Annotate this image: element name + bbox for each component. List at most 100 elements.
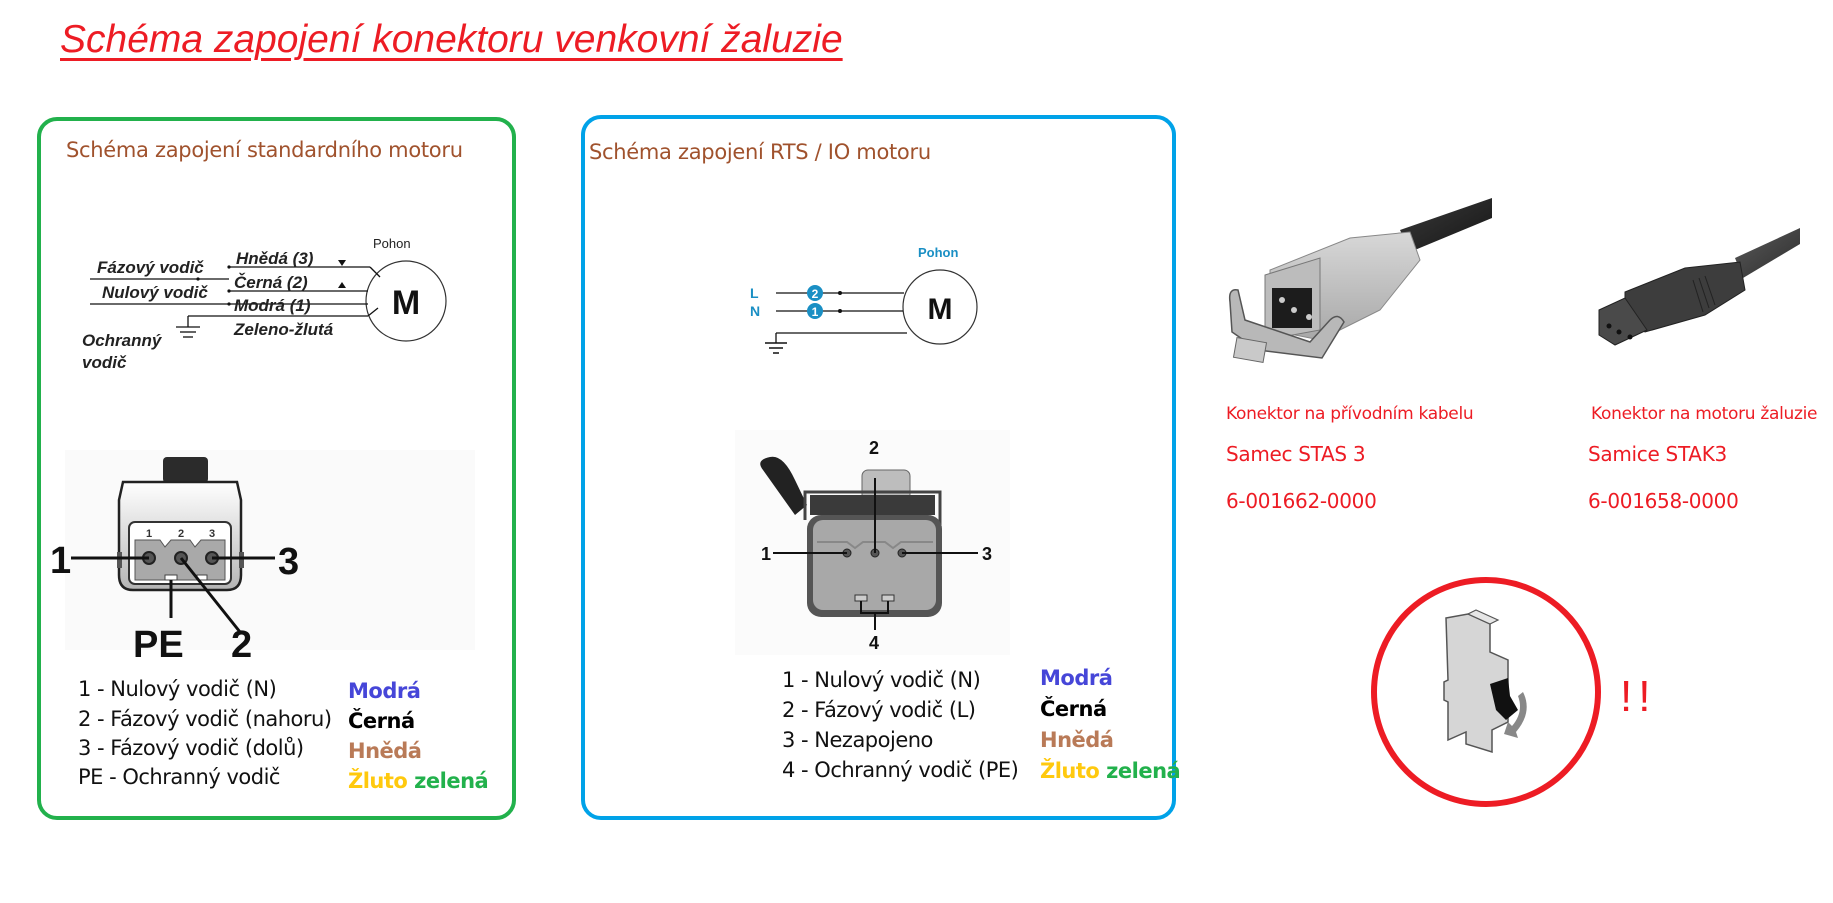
rts-motor-panel — [581, 115, 1176, 820]
cable — [1400, 198, 1492, 252]
socket-hole — [1627, 334, 1633, 340]
neutral-label: Nulový vodič — [102, 283, 208, 302]
standard-motor-wiring-diagram: Pohon M Fázový vodič Nulový vodič Ochran… — [82, 236, 447, 372]
motor-circle — [902, 269, 978, 345]
connector-latch — [163, 457, 208, 483]
wire-label-green-yellow: Zeleno-žlutá — [233, 320, 333, 339]
pin-number-1: 1 — [146, 528, 152, 540]
warning-marks: !! — [1620, 672, 1657, 721]
circuit-breaker-icon — [1443, 613, 1509, 754]
standard-legend-row-2: 2 - Fázový vodič (nahoru) — [78, 707, 332, 731]
rts-motor-subtitle: Schéma zapojení RTS / IO motoru — [589, 140, 931, 164]
connector-bar — [810, 495, 935, 515]
pin — [1279, 297, 1285, 303]
callout-3: 3 — [982, 544, 992, 564]
protective-label-line2: vodič — [82, 353, 127, 372]
motor-symbol: M — [928, 293, 953, 326]
female-connector-image — [1598, 228, 1800, 346]
junction-dot — [838, 309, 842, 313]
motor-caption: Pohon — [373, 236, 411, 251]
badge-1-label: 1 — [812, 305, 819, 319]
connector-caption-cable: Konektor na přívodním kabelu — [1226, 404, 1474, 424]
arrow-down-icon — [1504, 692, 1527, 738]
rts-color-cerna: Černá — [1040, 697, 1107, 721]
badge-1 — [807, 303, 823, 319]
line-label-n: N — [750, 303, 760, 319]
standard-legend-row-4: PE - Ochranný vodič — [78, 765, 280, 789]
line-label-l: L — [750, 285, 759, 301]
pin — [1306, 314, 1312, 320]
breaker-top — [1466, 609, 1500, 625]
socket-hole — [1606, 323, 1612, 329]
standard-legend-row-1: 1 - Nulový vodič (N) — [78, 677, 277, 701]
protective-label-line1: Ochranný — [82, 331, 163, 350]
rts-connector-diagram: 1 2 3 4 — [735, 430, 1010, 655]
arrow-up-icon — [338, 282, 346, 288]
pin-number-3: 3 — [209, 528, 215, 540]
pe-contact — [854, 594, 868, 602]
rts-legend-row-4: 4 - Ochranný vodič (PE) — [782, 758, 1019, 782]
pe-contact — [164, 574, 178, 581]
standard-color-zluto-zelena: Žluto zelená — [348, 769, 489, 793]
socket-hole — [1616, 329, 1622, 335]
motor-symbol: M — [392, 284, 420, 322]
ridge — [1704, 275, 1716, 306]
color-zluto: Žluto — [348, 769, 408, 793]
callout-4: 4 — [869, 633, 879, 653]
standard-motor-subtitle: Schéma zapojení standardního motoru — [66, 138, 463, 162]
rts-legend-row-2: 2 - Fázový vodič (L) — [782, 698, 976, 722]
callout-line-2 — [179, 557, 242, 633]
cable — [1735, 228, 1800, 278]
callout-1: 1 — [761, 544, 771, 564]
standard-legend-row-3: 3 - Fázový vodič (dolů) — [78, 736, 304, 760]
phase-label: Fázový vodič — [97, 258, 204, 277]
junction-dot — [838, 291, 842, 295]
arrow-down-icon — [338, 260, 346, 266]
standard-connector-diagram: 1 2 3 1 2 3 PE — [50, 450, 475, 660]
standard-color-cerna: Černá — [348, 709, 415, 733]
page-title: Schéma zapojení konektoru venkovní žaluz… — [60, 18, 843, 61]
color-zelena: zelená — [414, 769, 489, 793]
circuit-breaker-warning — [1371, 577, 1601, 807]
motor-caption: Pohon — [918, 245, 958, 260]
badge-2 — [807, 285, 823, 301]
ridge — [1698, 277, 1710, 309]
clip-tab — [1232, 336, 1268, 364]
connector-name-male: Samec STAS 3 — [1226, 442, 1366, 466]
connector-caption-motor: Konektor na motoru žaluzie — [1591, 404, 1818, 424]
connector-part-number-male: 6-001662-0000 — [1226, 489, 1377, 513]
pe-contact — [881, 594, 895, 602]
pin-number-2: 2 — [178, 528, 184, 540]
connector-part-number-female: 6-001658-0000 — [1588, 489, 1739, 513]
badge-2-label: 2 — [812, 287, 819, 301]
connector-lever — [760, 456, 807, 515]
wire-label-black: Černá (2) — [234, 273, 308, 292]
rts-color-hneda: Hnědá — [1040, 728, 1114, 752]
male-connector-image — [1228, 198, 1492, 364]
callout-2: 2 — [869, 438, 879, 458]
color-zluto: Žluto — [1040, 759, 1100, 783]
junction-dot — [196, 277, 200, 281]
rts-motor-wiring-diagram: Pohon M 2 1 L N — [750, 245, 978, 354]
rts-color-zluto-zelena: Žluto zelená — [1040, 759, 1181, 783]
standard-color-hneda: Hnědá — [348, 739, 422, 763]
wire-label-blue: Modrá (1) — [234, 296, 311, 315]
breaker-lever — [1490, 678, 1518, 720]
connector-frame — [803, 490, 942, 525]
side-lug — [117, 552, 122, 568]
connector-shell — [1624, 261, 1746, 333]
terminal-dot — [227, 289, 231, 293]
rts-legend-row-3: 3 - Nezapojeno — [782, 728, 933, 752]
terminal-dot — [227, 302, 231, 306]
callout-2: 2 — [231, 624, 252, 660]
callout-1: 1 — [50, 540, 71, 582]
color-zelena: zelená — [1106, 759, 1181, 783]
connector-name-female: Samice STAK3 — [1588, 442, 1727, 466]
ridge — [1692, 279, 1704, 313]
pin — [1291, 307, 1297, 313]
terminal-dot — [227, 265, 231, 269]
standard-color-modra: Modrá — [348, 679, 421, 703]
rts-color-modra: Modrá — [1040, 666, 1113, 690]
side-lug — [239, 552, 244, 568]
wire-label-brown: Hnědá (3) — [236, 249, 314, 268]
